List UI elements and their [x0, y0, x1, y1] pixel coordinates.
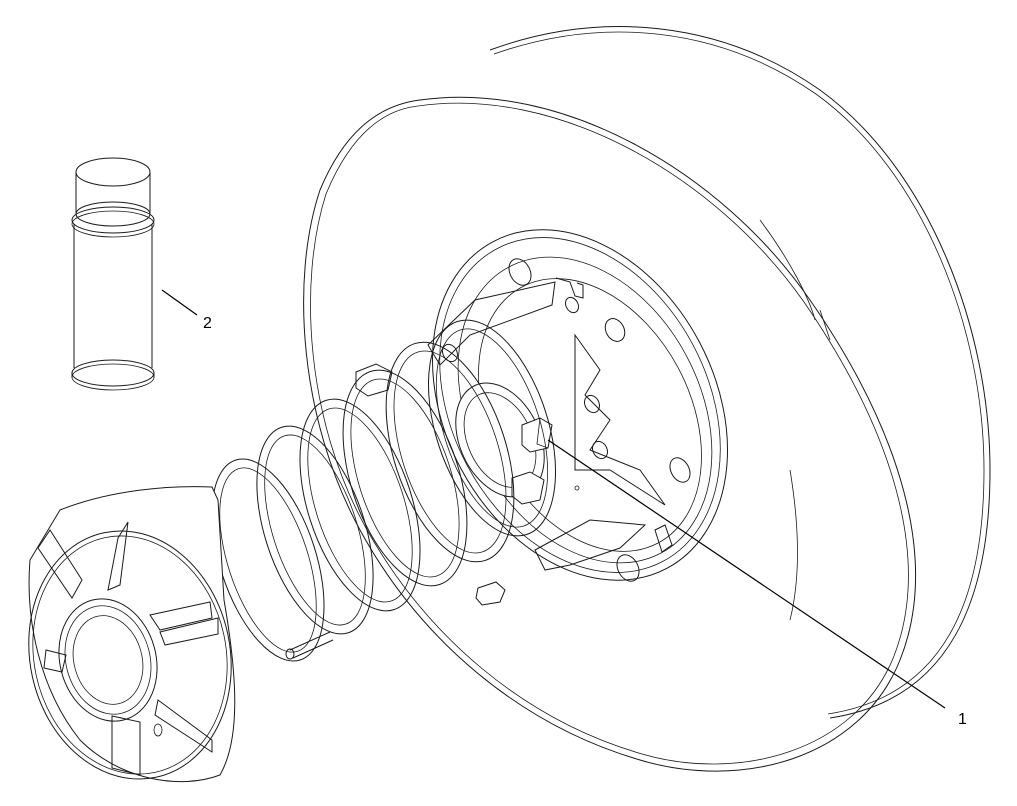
spray-can [71, 157, 155, 391]
callout-1-leader [547, 439, 946, 709]
slider-button [521, 417, 553, 453]
hub-assembly [355, 229, 728, 606]
spider-cover [28, 486, 236, 783]
outer-sheave [303, 26, 991, 772]
callout-label-2: 2 [203, 315, 212, 332]
callout-2-leader [161, 289, 198, 316]
callout-label-1: 1 [958, 711, 967, 728]
spring [211, 319, 557, 662]
